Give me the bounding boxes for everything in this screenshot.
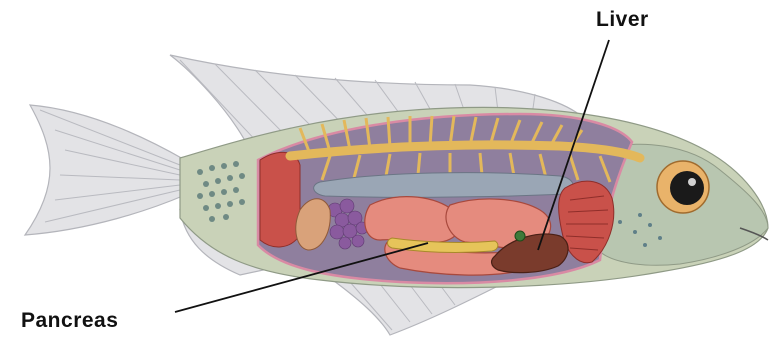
tail-fin [25, 105, 185, 235]
pancreas-label: Pancreas [21, 309, 118, 333]
gall-bladder [515, 231, 525, 241]
liver-label: Liver [596, 8, 649, 32]
eye [657, 161, 709, 213]
trunk-muscle [260, 152, 300, 247]
